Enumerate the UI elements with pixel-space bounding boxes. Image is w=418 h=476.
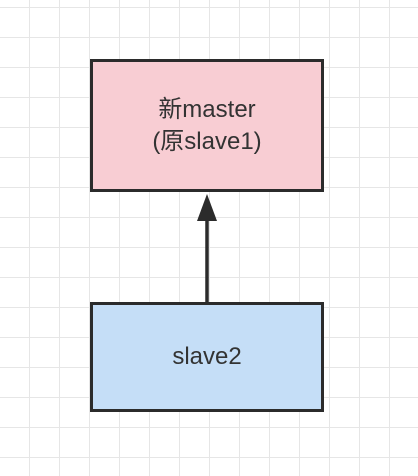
- node-slave2-label: slave2: [172, 343, 242, 370]
- node-new-master-label-line2: (原slave1): [152, 127, 262, 155]
- node-new-master-label-line1: 新master: [158, 95, 256, 123]
- node-slave2: slave2: [90, 302, 324, 412]
- arrowhead: [197, 194, 217, 221]
- node-new-master: 新master (原slave1): [90, 59, 324, 192]
